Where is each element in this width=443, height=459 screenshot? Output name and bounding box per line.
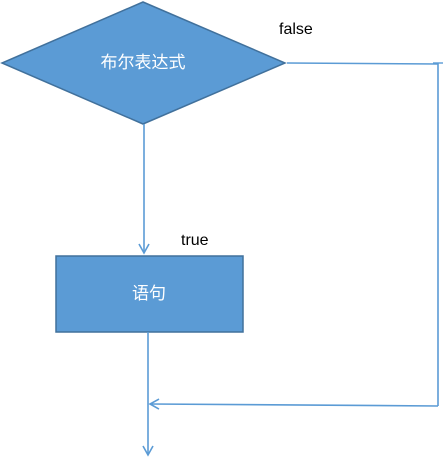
condition-diamond[interactable] [0, 1, 287, 125]
true-label: true [181, 232, 209, 249]
statement-box[interactable] [55, 255, 244, 333]
condition-label: 布尔表达式 [101, 53, 186, 73]
false-branch-connector [286, 62, 439, 406]
statement-label: 语句 [132, 284, 166, 304]
false-merge-arrow [148, 398, 439, 410]
false-label: false [279, 21, 313, 38]
